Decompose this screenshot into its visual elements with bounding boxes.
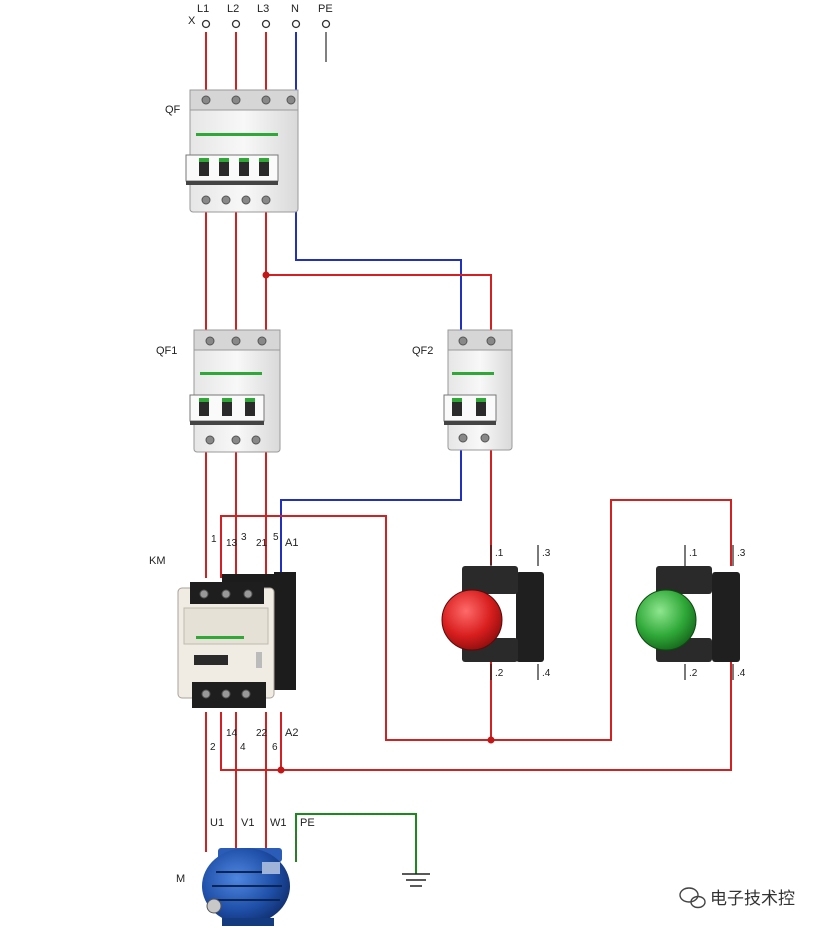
terminal-l3-label: L3 xyxy=(257,3,269,15)
qf1-label: QF1 xyxy=(156,345,177,357)
terminal-l2-icon xyxy=(231,19,241,29)
junction-dot xyxy=(487,736,495,744)
motor-terminal-pe: PE xyxy=(300,817,315,829)
km-pin-a1: A1 xyxy=(285,537,298,549)
km-pin-2: 2 xyxy=(210,742,216,753)
terminal-n-label: N xyxy=(291,3,299,15)
start-button-icon xyxy=(635,589,697,651)
wire-start-out xyxy=(220,662,732,771)
km-pin-21: 21 xyxy=(256,538,268,549)
junction-dot xyxy=(262,271,270,279)
motor-terminal-w1: W1 xyxy=(270,817,287,829)
terminal-l2-label: L2 xyxy=(227,3,239,15)
qf2-label: QF2 xyxy=(412,345,433,357)
watermark: 电子技术控 xyxy=(679,887,795,909)
start-pin-3: .3 xyxy=(737,548,746,559)
terminal-pe-icon xyxy=(321,19,331,29)
terminal-l1-label: L1 xyxy=(197,3,209,15)
watermark-text: 电子技术控 xyxy=(710,889,795,909)
km-pin-1: 1 xyxy=(211,534,217,545)
terminal-l3-icon xyxy=(261,19,271,29)
junction-dot xyxy=(277,766,285,774)
start-pin-1: .1 xyxy=(689,548,698,559)
start-pin-4: .4 xyxy=(737,668,746,679)
breaker-qf1: QF1 xyxy=(156,329,281,453)
wire-l3-tap-to-qf2 xyxy=(266,274,492,330)
mains-terminals: X L1 L2 L3 N PE xyxy=(188,3,333,29)
wire-qf2-n-to-a1 xyxy=(280,450,462,578)
contactor-km: KM 1 13 3 21 5 A1 2 14 4 22 6 A2 xyxy=(149,532,298,753)
km-pin-14: 14 xyxy=(226,728,238,739)
wire-qf-n-to-qf2 xyxy=(295,208,462,330)
motor-terminal-u1: U1 xyxy=(210,817,224,829)
km-pin-4: 4 xyxy=(240,742,246,753)
km-label: KM xyxy=(149,555,166,567)
start-pin-2: .2 xyxy=(689,668,698,679)
wire-km13-loop xyxy=(220,499,732,741)
km-pin-3: 3 xyxy=(241,532,247,543)
motor-terminal-v1: V1 xyxy=(241,817,254,829)
terminal-pe-label: PE xyxy=(318,3,333,15)
qf-label: QF xyxy=(165,104,181,116)
km-pin-a2: A2 xyxy=(285,727,298,739)
wires xyxy=(205,32,732,874)
stop-pin-2: .2 xyxy=(495,668,504,679)
wechat-logo-icon xyxy=(679,887,706,909)
start-button: .1 .3 .2 .4 xyxy=(635,545,746,680)
stop-button: .1 .3 .2 .4 xyxy=(441,545,551,680)
km-pin-6: 6 xyxy=(272,742,278,753)
terminal-l1-icon xyxy=(201,19,211,29)
stop-pin-1: .1 xyxy=(495,548,504,559)
junctions xyxy=(262,271,495,774)
breaker-qf2: QF2 xyxy=(412,329,513,451)
stop-button-icon xyxy=(441,589,503,651)
stop-pin-3: .3 xyxy=(542,548,551,559)
breaker-qf: QF xyxy=(165,89,299,213)
motor: M U1 V1 W1 PE xyxy=(176,817,315,926)
km-pin-22: 22 xyxy=(256,728,268,739)
km-pin-13: 13 xyxy=(226,538,238,549)
terminal-x-label: X xyxy=(188,15,196,27)
motor-label: M xyxy=(176,873,185,885)
stop-pin-4: .4 xyxy=(542,668,551,679)
terminal-n-icon xyxy=(291,19,301,29)
earth-ground-icon xyxy=(402,873,430,887)
km-pin-5: 5 xyxy=(273,532,279,543)
